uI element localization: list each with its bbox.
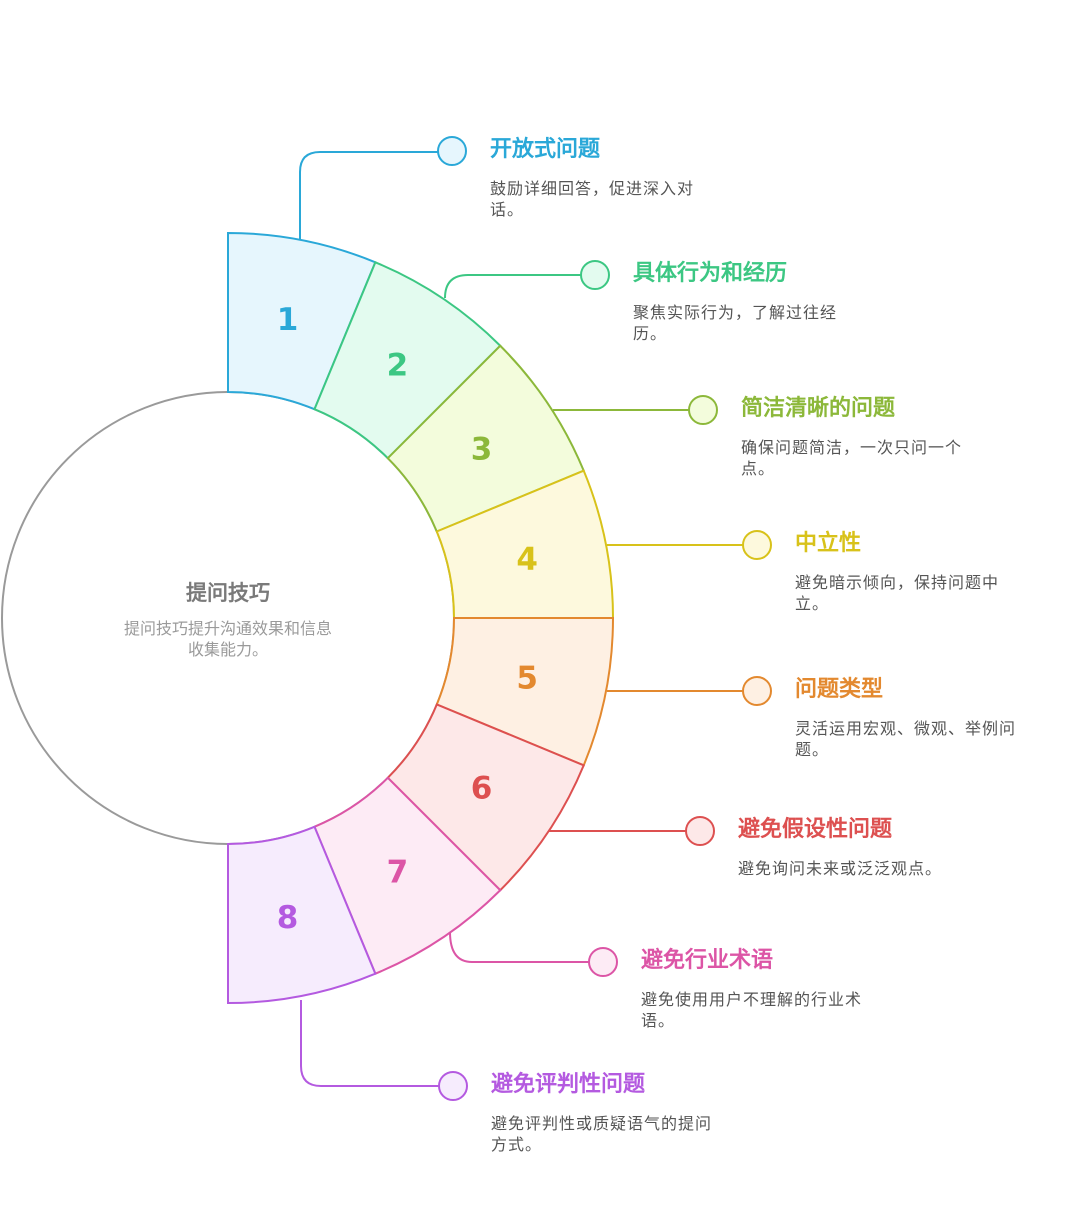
connector-dot-4 (742, 530, 772, 560)
item-title-7: 避免行业术语 (641, 948, 774, 973)
item-description-5: 灵活运用宏观、微观、举例问题。 (795, 719, 1017, 759)
connector-line-7 (449, 931, 589, 963)
segment-number-1: 1 (277, 302, 299, 338)
item-description-4: 避免暗示倾向，保持问题中立。 (795, 573, 1000, 613)
connector-line-8 (300, 1000, 439, 1087)
item-title-3: 简洁清晰的问题 (741, 396, 896, 421)
segment-number-6: 6 (471, 770, 493, 806)
connector-dot-5 (742, 676, 772, 706)
center-title: 提问技巧 (186, 581, 270, 605)
item-title-6: 避免假设性问题 (738, 817, 893, 842)
segment-number-3: 3 (471, 432, 493, 468)
segment-number-4: 4 (516, 541, 538, 577)
connector-line-2 (444, 274, 581, 299)
item-title-5: 问题类型 (795, 677, 884, 702)
item-description-7: 避免使用用户不理解的行业术语。 (641, 990, 863, 1030)
connector-dot-7 (588, 947, 618, 977)
segment-number-5: 5 (516, 661, 538, 697)
connector-dot-8 (438, 1071, 468, 1101)
connector-dot-3 (688, 395, 718, 425)
connector-dot-6 (685, 816, 715, 846)
item-description-6: 避免询问未来或泛泛观点。 (738, 859, 943, 878)
connector-dot-1 (437, 136, 467, 166)
ring-segment-8 (227, 825, 377, 1005)
item-description-2: 聚焦实际行为，了解过往经历。 (633, 303, 838, 343)
item-title-8: 避免评判性问题 (491, 1072, 646, 1097)
item-description-8: 避免评判性或质疑语气的提问方式。 (491, 1114, 713, 1154)
item-title-2: 具体行为和经历 (633, 261, 788, 286)
connector-line-1 (299, 151, 438, 240)
item-description-1: 鼓励详细回答，促进深入对话。 (490, 179, 695, 219)
item-description-3: 确保问题简洁，一次只问一个点。 (741, 438, 963, 478)
segment-number-8: 8 (277, 900, 299, 936)
item-title-1: 开放式问题 (490, 137, 601, 162)
connector-dot-2 (580, 260, 610, 290)
center-description: 提问技巧提升沟通效果和信息收集能力。 (123, 619, 332, 659)
segment-number-2: 2 (387, 347, 409, 383)
segment-number-7: 7 (387, 855, 409, 891)
item-title-4: 中立性 (795, 531, 862, 556)
